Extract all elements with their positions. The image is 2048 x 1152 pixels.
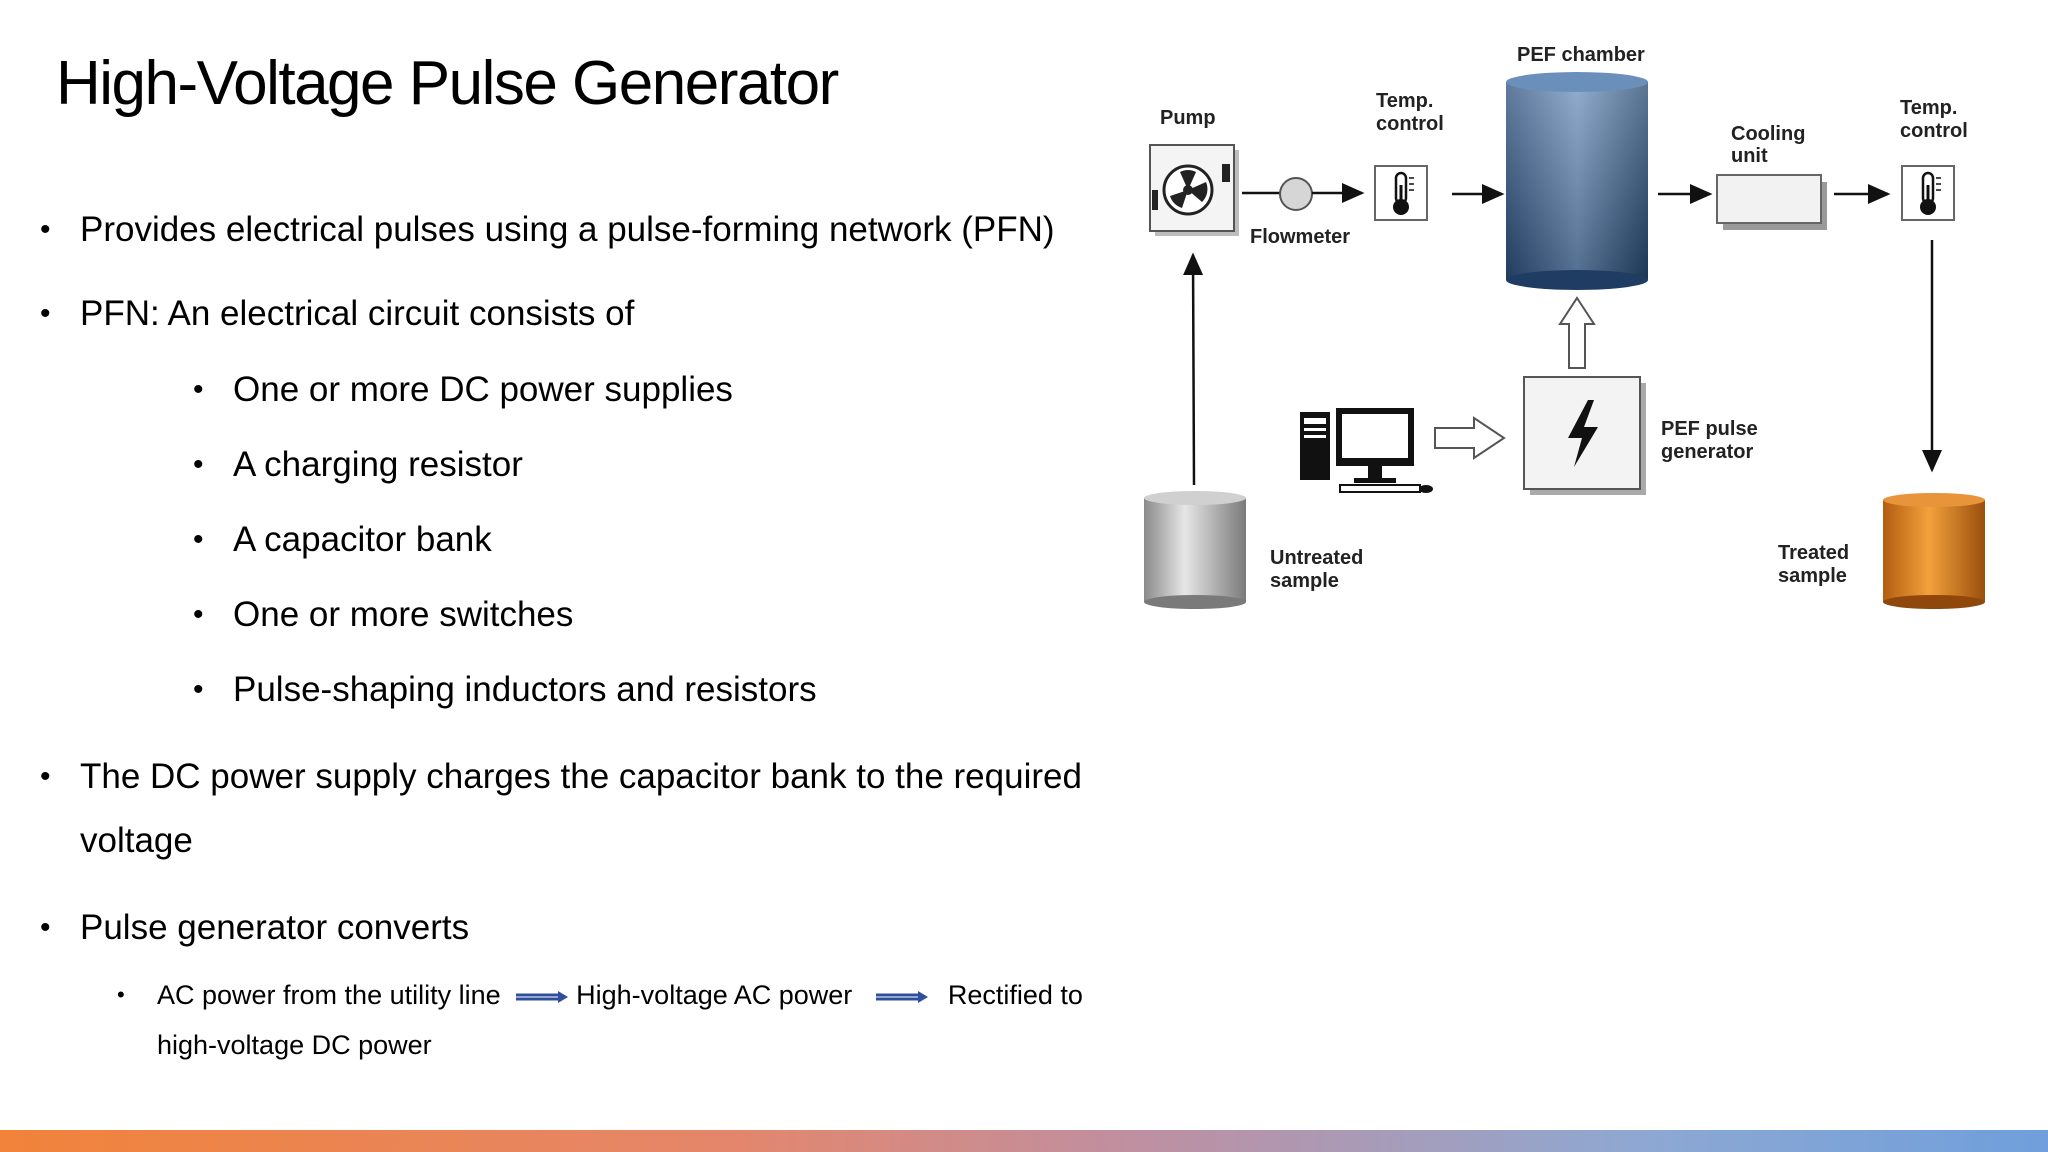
label-treated-sample: Treated <box>1778 542 1849 564</box>
label-untreated-sample-b: sample <box>1270 570 1339 592</box>
label-cooling-unit: Cooling <box>1731 123 1805 145</box>
sub-bullet-switches: • One or more switches <box>193 583 573 647</box>
arrow-icon <box>516 990 569 1003</box>
untreated-sample-icon <box>1144 491 1246 609</box>
sub-bullet-conversion-chain: • AC power from the utility line High-vo… <box>117 970 1083 1070</box>
pef-process-diagram: Pump Temp. control Flowmeter PEF chamber… <box>1144 44 1985 609</box>
label-pef-chamber: PEF chamber <box>1517 44 1645 66</box>
label-pump: Pump <box>1160 107 1216 129</box>
bullet-pfn-definition: • PFN: An electrical circuit consists of <box>40 282 634 346</box>
cooling-unit-icon <box>1716 174 1827 230</box>
bullet-dc-charges: • The DC power supply charges the capaci… <box>40 745 1082 873</box>
arrow-icon <box>875 990 928 1003</box>
flowmeter-icon <box>1279 177 1313 211</box>
sub-bullet-charging-resistor: • A charging resistor <box>193 433 523 497</box>
bullet-pfn-provides: • Provides electrical pulses using a pul… <box>40 198 1055 262</box>
label-treated-sample-b: sample <box>1778 565 1847 587</box>
bullet-dot: • <box>193 448 204 481</box>
sub-bullet-dc-supplies: • One or more DC power supplies <box>193 358 733 422</box>
bullet-dot: • <box>193 373 204 406</box>
label-temp-control-1b: control <box>1376 113 1444 135</box>
bullet-dot: • <box>40 760 51 793</box>
pump-icon <box>1149 144 1239 236</box>
footer-gradient-bar <box>0 1130 2048 1152</box>
pef-generator-icon <box>1523 376 1646 495</box>
bullet-dot: • <box>117 982 125 1007</box>
computer-icon <box>1300 408 1433 493</box>
sub-bullet-capacitor-bank: • A capacitor bank <box>193 508 492 572</box>
thermometer-icon <box>1901 165 1955 221</box>
arrow-icon <box>1434 416 1506 460</box>
label-pef-generator: PEF pulse <box>1661 418 1758 440</box>
pef-chamber-icon <box>1506 72 1648 290</box>
label-temp-control-2: Temp. <box>1900 97 1957 119</box>
bullet-dot: • <box>40 213 51 246</box>
bullet-generator-converts: • Pulse generator converts <box>40 896 469 960</box>
label-flowmeter: Flowmeter <box>1250 226 1350 248</box>
bullet-dot: • <box>40 911 51 944</box>
label-temp-control-1: Temp. <box>1376 90 1433 112</box>
bullet-dot: • <box>40 297 51 330</box>
thermometer-icon <box>1374 165 1428 221</box>
bullet-dot: • <box>193 673 204 706</box>
bullet-dot: • <box>193 598 204 631</box>
arrow-icon <box>1558 296 1596 369</box>
lightning-icon <box>1568 400 1598 467</box>
sub-bullet-inductors: • Pulse-shaping inductors and resistors <box>193 658 817 722</box>
bullet-dot: • <box>193 523 204 556</box>
label-cooling-unit-b: unit <box>1731 145 1768 167</box>
label-pef-generator-b: generator <box>1661 441 1753 463</box>
slide-title: High-Voltage Pulse Generator <box>56 49 839 118</box>
label-untreated-sample: Untreated <box>1270 547 1363 569</box>
label-temp-control-2b: control <box>1900 120 1968 142</box>
treated-sample-icon <box>1883 493 1985 609</box>
